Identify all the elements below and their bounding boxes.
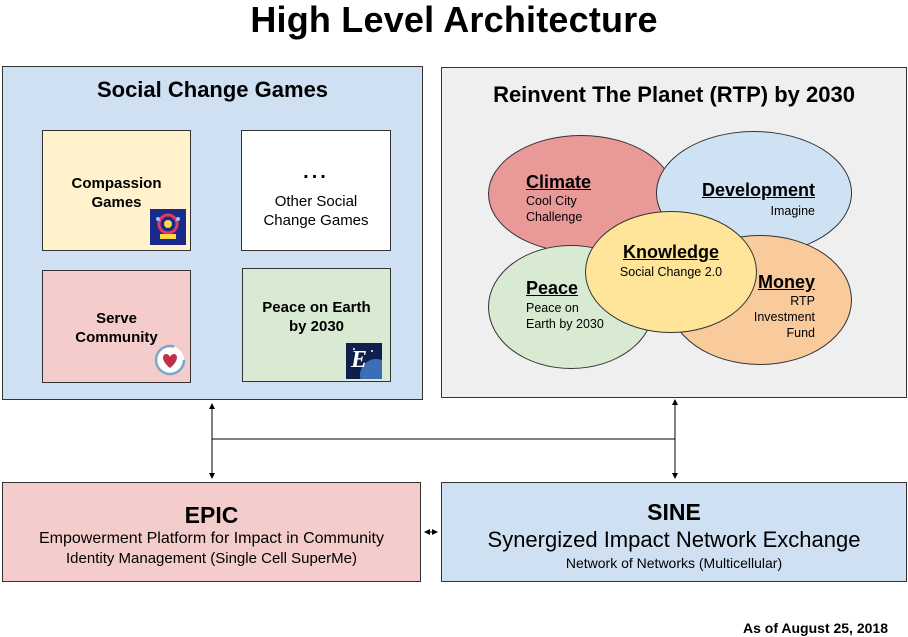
- money-title: Money: [757, 272, 815, 292]
- compassion-games-logo-icon: [150, 209, 186, 245]
- rtp-title: Reinvent The Planet (RTP) by 2030: [493, 82, 855, 107]
- epic-line1: Empowerment Platform for Impact in Commu…: [39, 530, 384, 547]
- serve-community-line2: Community: [75, 329, 158, 346]
- heart-refresh-icon: [153, 343, 187, 377]
- climate-line1: Cool City: [526, 194, 577, 208]
- other-social-change-games-card[interactable]: ... Other Social Change Games: [241, 130, 391, 251]
- peace-line2: Earth by 2030: [526, 317, 604, 331]
- other-games-line1: Other Social: [274, 193, 358, 210]
- knowledge-ellipse[interactable]: Knowledge Social Change 2.0: [585, 211, 757, 333]
- serve-community-card[interactable]: Serve Community: [42, 270, 191, 383]
- peace-on-earth-line1: Peace on Earth: [262, 299, 371, 316]
- social-change-games-title: Social Change Games: [96, 77, 329, 102]
- epic-title: EPIC: [184, 502, 239, 528]
- other-games-line2: Change Games: [263, 212, 369, 229]
- money-line3: Fund: [786, 326, 816, 340]
- sine-line1: Synergized Impact Network Exchange: [487, 527, 861, 552]
- epic-box[interactable]: EPIC Empowerment Platform for Impact in …: [2, 482, 421, 582]
- climate-line2: Challenge: [526, 210, 583, 224]
- development-title: Development: [701, 180, 815, 200]
- sine-line2: Network of Networks (Multicellular): [565, 555, 783, 571]
- knowledge-line1: Social Change 2.0: [619, 265, 723, 279]
- peace-line1: Peace on: [526, 301, 579, 315]
- date-footer: As of August 25, 2018: [743, 620, 888, 636]
- compassion-games-line1: Compassion: [71, 175, 162, 192]
- peace-logo-letter: E: [351, 347, 368, 373]
- peace-on-earth-card[interactable]: Peace on Earth by 2030 E: [242, 268, 391, 382]
- money-line1: RTP: [790, 294, 815, 308]
- peace-on-earth-logo-icon: E: [346, 343, 382, 379]
- peace-title: Peace: [526, 278, 579, 298]
- serve-community-line1: Serve: [96, 310, 137, 327]
- peace-on-earth-line2: by 2030: [288, 318, 345, 335]
- other-games-dots: ...: [303, 161, 329, 183]
- sine-title: SINE: [647, 499, 701, 525]
- climate-title: Climate: [526, 172, 592, 192]
- page-title: High Level Architecture: [250, 0, 658, 40]
- compassion-games-card[interactable]: Compassion Games: [42, 130, 191, 251]
- money-line2: Investment: [753, 310, 815, 324]
- social-change-games-panel: Social Change Games Compassion Games ...…: [2, 66, 423, 400]
- epic-line2: Identity Management (Single Cell SuperMe…: [66, 550, 357, 567]
- development-line1: Imagine: [770, 204, 815, 218]
- sine-box[interactable]: SINE Synergized Impact Network Exchange …: [441, 482, 907, 582]
- rtp-panel: Reinvent The Planet (RTP) by 2030 Climat…: [441, 67, 907, 398]
- knowledge-title: Knowledge: [622, 242, 719, 262]
- compassion-games-line2: Games: [91, 194, 142, 211]
